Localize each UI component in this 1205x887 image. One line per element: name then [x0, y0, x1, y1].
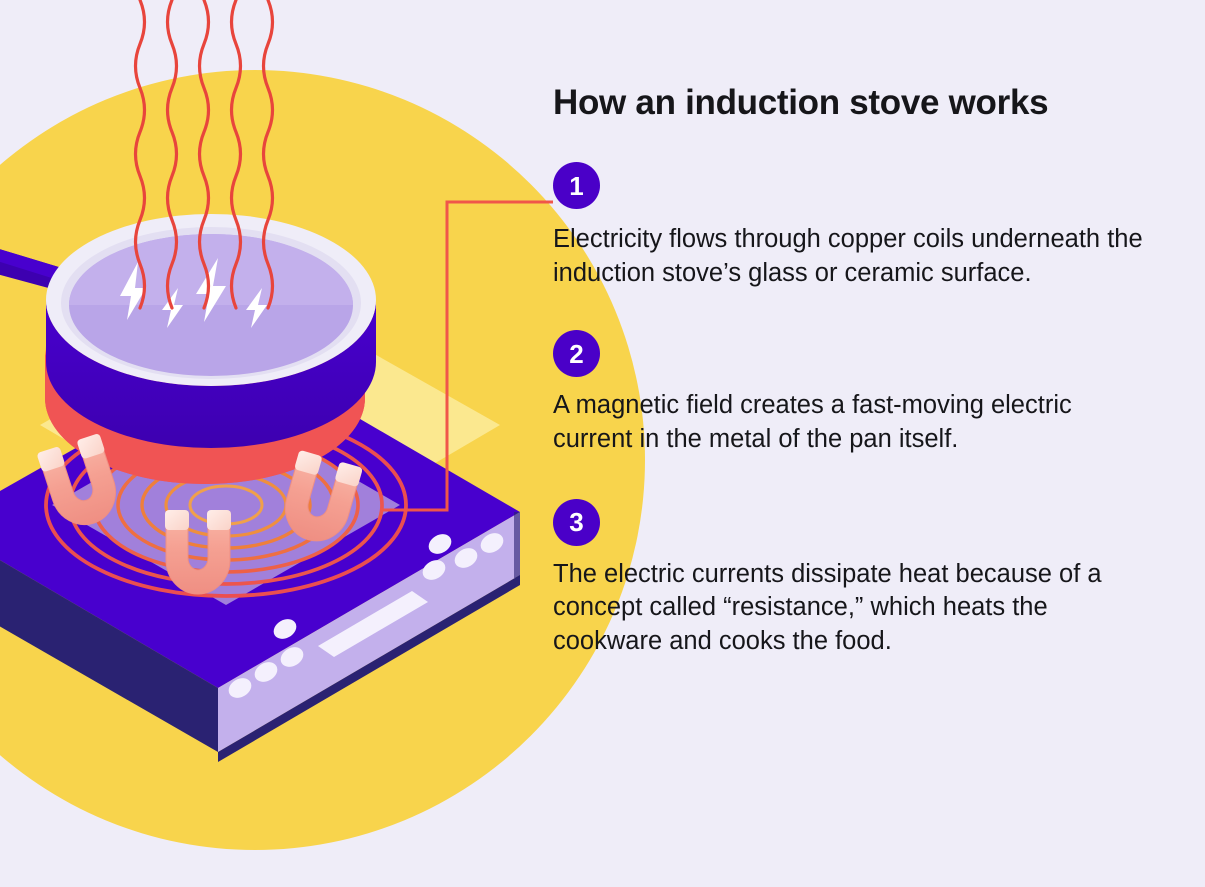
control-panel[interactable]	[225, 529, 507, 702]
step-text-3: The electric currents dissipate heat bec…	[553, 559, 1102, 655]
lightning-bolt-4	[246, 288, 267, 328]
lightning-bolt-1	[120, 262, 146, 320]
display-readout	[318, 591, 428, 657]
horseshoe-magnets	[37, 434, 363, 595]
step-text-2: A magnetic field creates a fast-moving e…	[553, 391, 1072, 453]
step-badge-1: 1	[553, 162, 600, 209]
step-item-2: 2 A magnetic field creates a fast-moving…	[553, 330, 1153, 456]
control-buttons-right[interactable]	[419, 529, 507, 584]
heat-wave-1	[133, 0, 147, 310]
step-item-1: 1 Electricity flows through copper coils…	[553, 162, 1153, 290]
step-item-3: 3 The electric currents dissipate heat b…	[553, 498, 1153, 659]
magnet-left	[37, 434, 116, 526]
heat-wave-2	[165, 0, 179, 310]
magnet-middle	[165, 510, 231, 595]
step-badge-3: 3	[553, 498, 600, 546]
text-content-column: How an induction stove works 1 Electrici…	[553, 82, 1153, 689]
control-buttons-left[interactable]	[225, 615, 307, 702]
heat-wave-3	[197, 0, 211, 310]
step-text-1: Electricity flows through copper coils u…	[553, 225, 1143, 287]
steps-list: 1 Electricity flows through copper coils…	[553, 162, 1153, 659]
heat-waves	[133, 0, 275, 310]
step-badge-2: 2	[553, 330, 600, 378]
callout-connector-line	[380, 200, 553, 512]
magnet-right	[284, 450, 363, 542]
page-title: How an induction stove works	[553, 83, 1049, 122]
heat-wave-4	[229, 0, 243, 310]
heat-wave-5	[261, 0, 275, 310]
lightning-bolt-3	[196, 258, 226, 322]
